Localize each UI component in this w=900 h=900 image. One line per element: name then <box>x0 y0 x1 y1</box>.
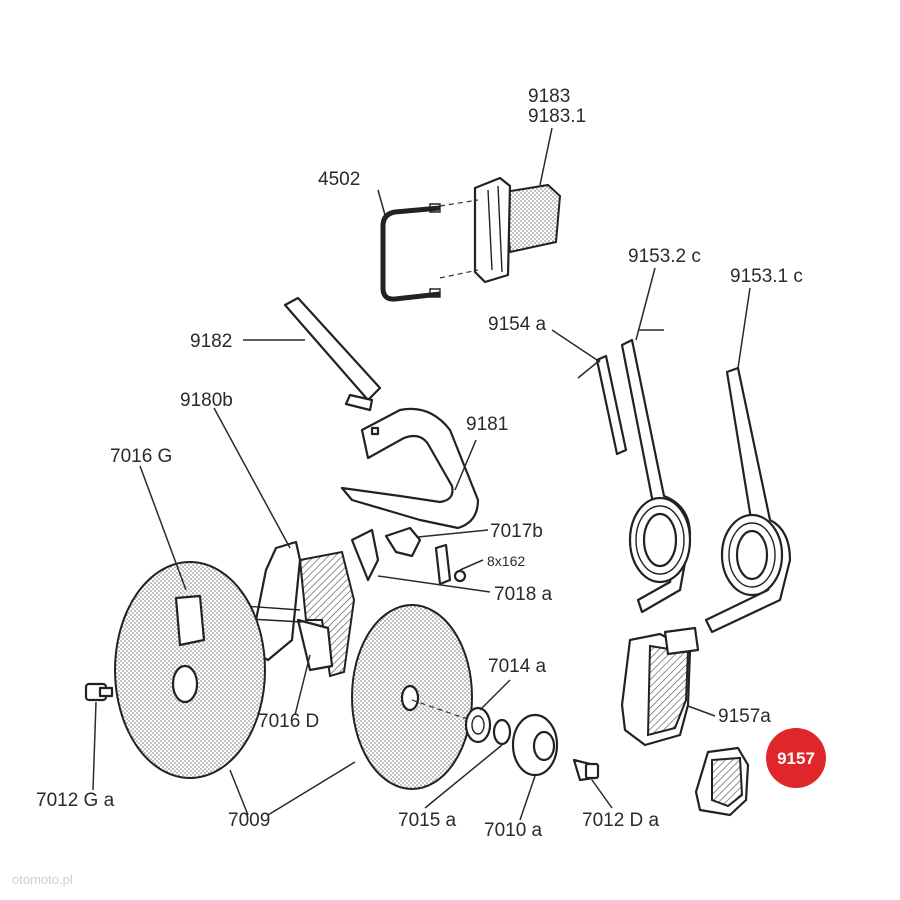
label-7017b: 7017b <box>490 521 543 542</box>
label-7012Ga: 7012 G a <box>36 790 115 811</box>
coulter-shoe-9157a <box>620 626 700 747</box>
spring-tine-right <box>704 366 792 634</box>
bolt-7012Da <box>572 758 600 782</box>
arm-9182 <box>283 296 382 412</box>
wear-tip-9157 <box>694 746 750 817</box>
highlight-badge-label: 9157 <box>777 749 815 768</box>
bolt-7012Ga <box>84 682 114 702</box>
label-9181: 9181 <box>466 414 508 435</box>
disc-arm-9180b <box>229 540 356 678</box>
bearing-7014a <box>464 706 492 744</box>
label-7009: 7009 <box>228 810 270 831</box>
leader-lines <box>92 127 751 821</box>
tine-bar-9154a <box>595 354 628 456</box>
label-9157a: 9157a <box>718 706 771 727</box>
label-9182: 9182 <box>190 331 232 352</box>
label-7015a: 7015 a <box>398 810 457 831</box>
label-9153-1c: 9153.1 c <box>730 266 803 287</box>
label-8x162: 8x162 <box>487 553 525 569</box>
label-9153-2c: 9153.2 c <box>628 246 701 267</box>
bracket-9181 <box>340 407 480 530</box>
u-bolt-part <box>380 203 441 302</box>
clamp-bracket-part <box>439 176 562 284</box>
label-7018a: 7018 a <box>494 584 553 605</box>
highlight-badge-circle <box>766 728 826 788</box>
label-9183-1: 9183.1 <box>528 106 586 127</box>
label-7016G: 7016 G <box>110 446 172 467</box>
highlight-badge: 9157 <box>766 728 826 788</box>
left-disc-7009 <box>114 561 266 779</box>
label-7016D: 7016 D <box>258 711 319 732</box>
right-disc-7009 <box>351 604 473 790</box>
label-9180b: 9180b <box>180 390 233 411</box>
label-4502: 4502 <box>318 169 360 190</box>
spring-tine-left <box>620 338 692 614</box>
label-7010a: 7010 a <box>484 820 543 841</box>
seal-7015a <box>492 718 512 746</box>
watermark: otomoto.pl <box>12 872 73 887</box>
clip-7017b <box>350 526 467 586</box>
label-9154a: 9154 a <box>488 314 547 335</box>
label-7012Da: 7012 D a <box>582 810 660 831</box>
label-7014a: 7014 a <box>488 656 547 677</box>
label-9183: 9183 <box>528 86 570 107</box>
part-labels: 9183 9183.1 4502 9153.2 c 9153.1 c 9154 … <box>36 86 803 841</box>
hub-7010a <box>511 713 559 777</box>
